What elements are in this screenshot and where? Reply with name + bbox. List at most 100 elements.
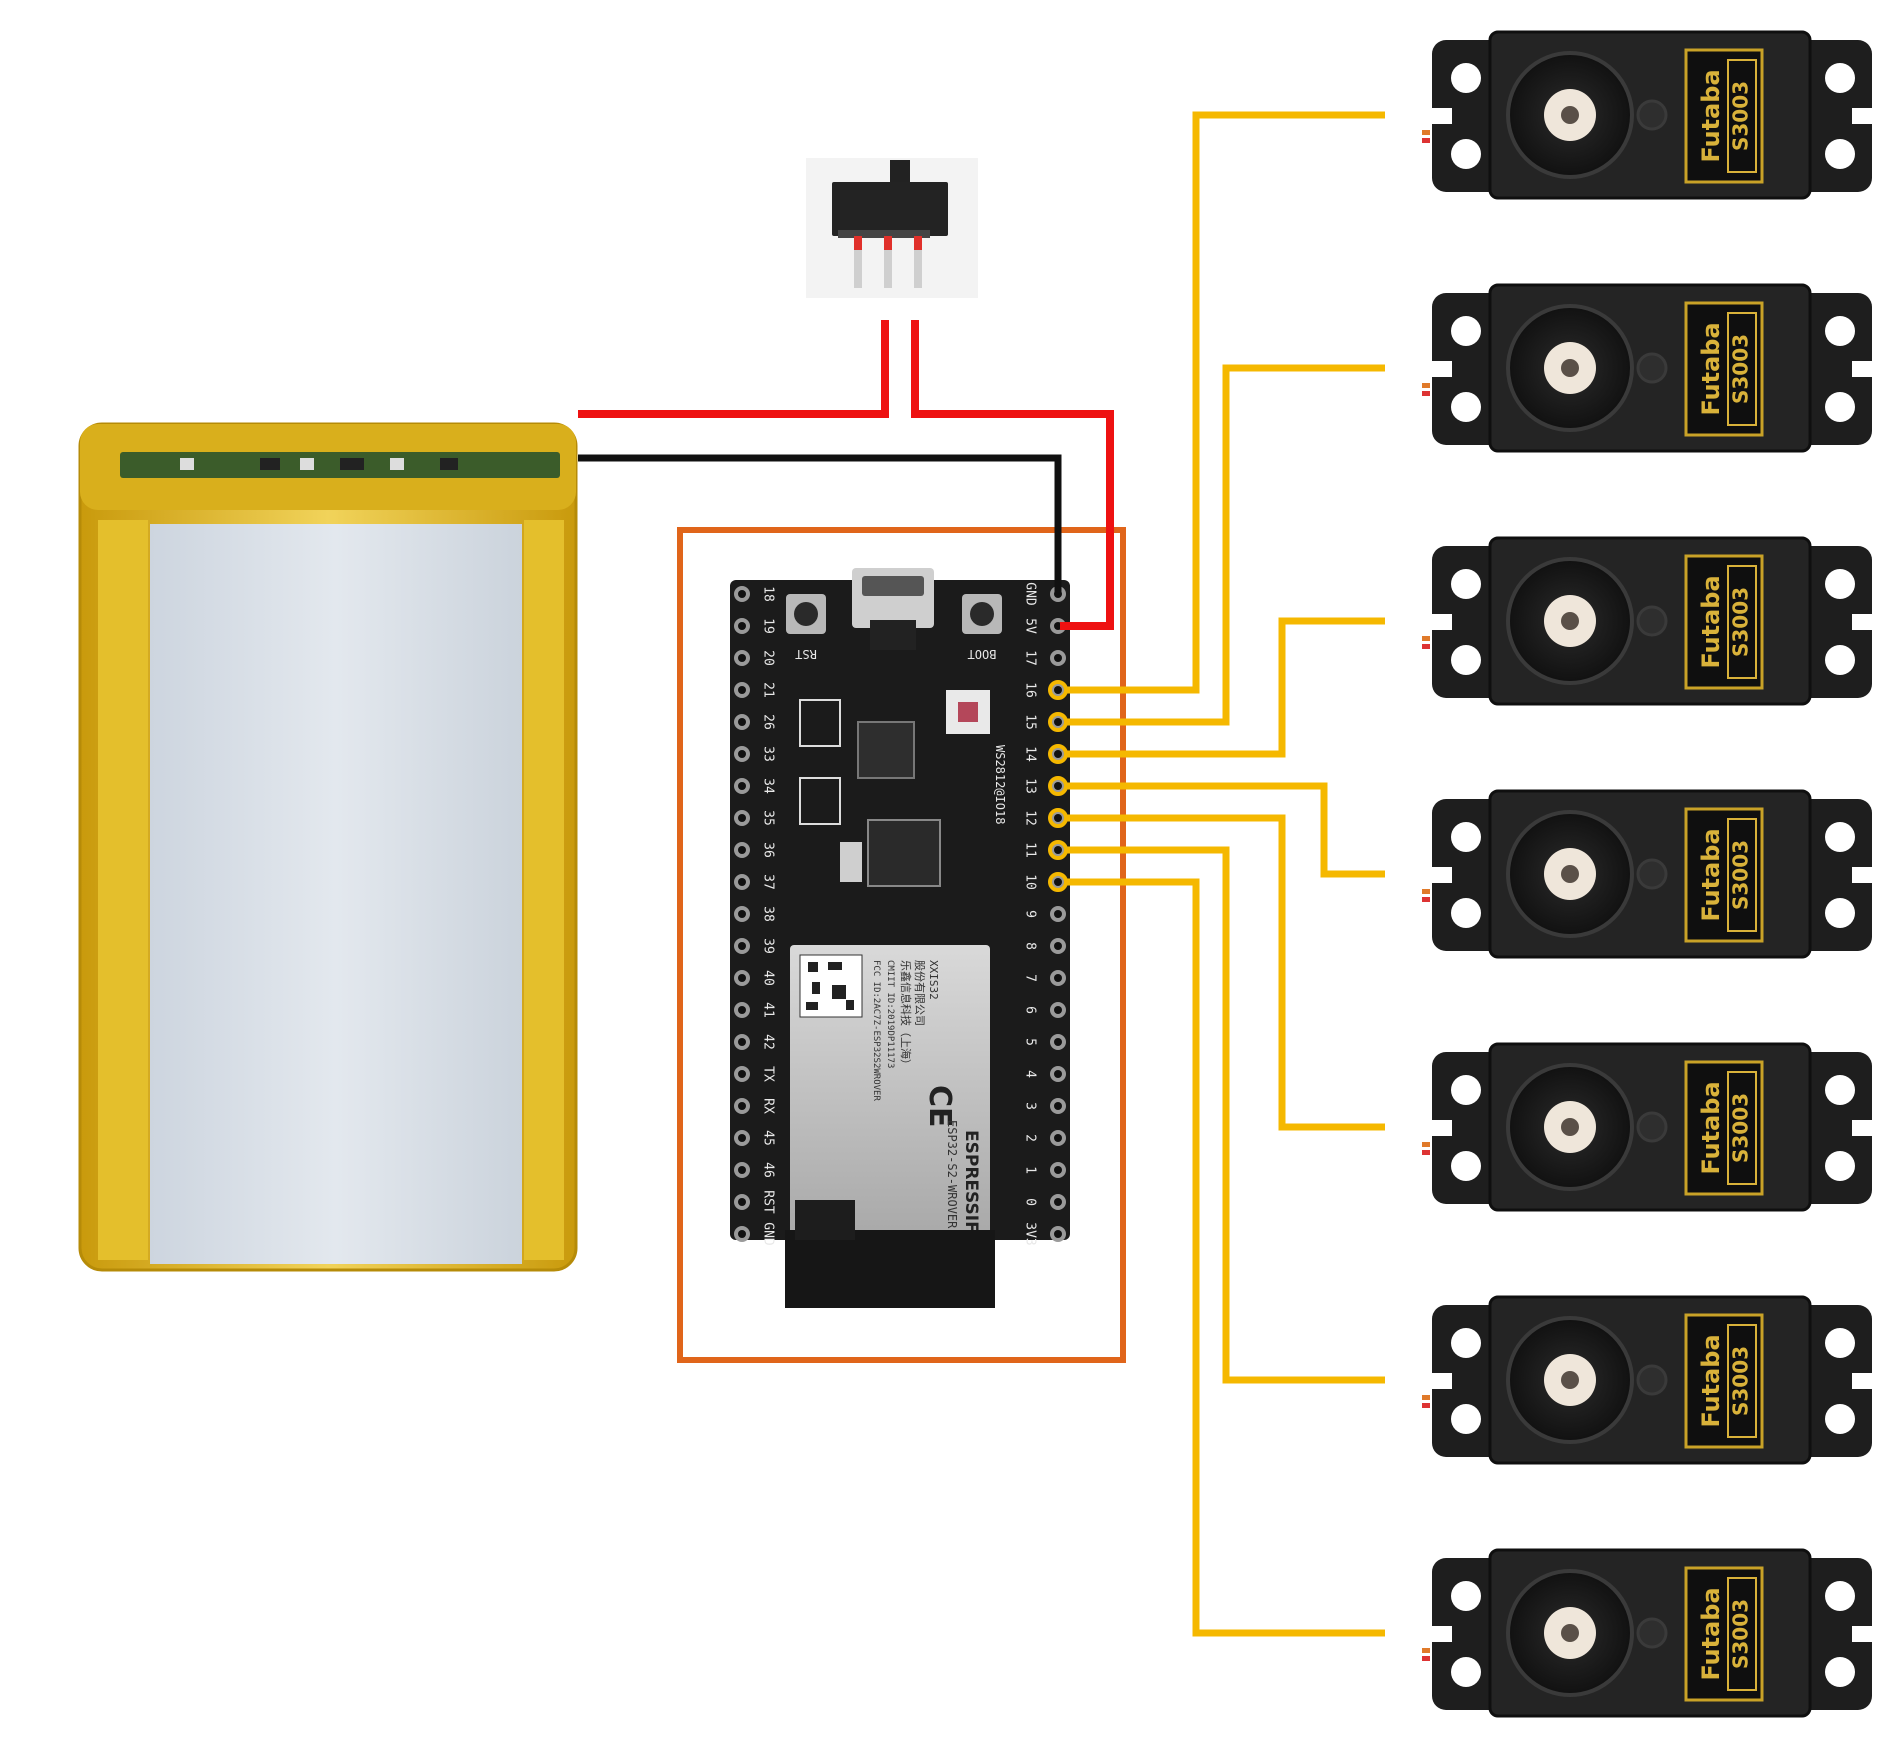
servo-label	[1684, 554, 1764, 690]
module-antenna	[785, 1230, 995, 1308]
rst-label: RST	[795, 647, 817, 661]
module-brand: ESPRESSIF	[961, 1130, 981, 1233]
ce-mark: CE	[922, 1085, 957, 1128]
mount-hole	[1825, 898, 1855, 928]
servo-label	[1684, 301, 1764, 437]
servo-brand: Futaba	[1697, 1587, 1725, 1680]
pin-label: 4	[1023, 1070, 1038, 1078]
boot-label: BOOT	[968, 647, 997, 661]
voltage-regulator	[867, 819, 941, 887]
mount-hole	[1825, 1581, 1855, 1611]
module-xx: XXIS32	[927, 960, 940, 1000]
servo-model: S3003	[1729, 1599, 1753, 1669]
pin-label: 5	[1023, 1038, 1038, 1046]
pin-label: 13	[1023, 778, 1038, 794]
mount-hole	[1825, 1328, 1855, 1358]
pin-label: 34	[761, 778, 776, 794]
mount-hole	[1451, 63, 1481, 93]
servo-signal-wire	[1066, 617, 1385, 758]
servo-brand: Futaba	[1697, 1334, 1725, 1427]
pin-label: 12	[1023, 810, 1038, 826]
mount-hole	[1825, 316, 1855, 346]
usb-chip	[857, 721, 915, 779]
servo-model: S3003	[1729, 840, 1753, 910]
usb-connector	[852, 568, 934, 650]
module-name: ESP32-S2-WROVER	[945, 1120, 959, 1229]
pin-label: 11	[1023, 842, 1038, 858]
servo-label	[1684, 1060, 1764, 1196]
servo-model: S3003	[1729, 1346, 1753, 1416]
pin-label: 46	[761, 1162, 776, 1178]
pin-label: 15	[1023, 714, 1038, 730]
pin-label: 38	[761, 906, 776, 922]
mount-hole	[1825, 822, 1855, 852]
pin-label: 18	[761, 586, 776, 602]
lipo-battery	[78, 422, 578, 1272]
pin-label: 3	[1023, 1102, 1038, 1110]
servo-label	[1684, 48, 1764, 184]
mount-hole	[1825, 569, 1855, 599]
servo-signal-wires	[1048, 111, 1385, 1637]
mount-hole	[1451, 1328, 1481, 1358]
pin-label: 36	[761, 842, 776, 858]
pin-label: 42	[761, 1034, 776, 1050]
mount-hole	[1451, 822, 1481, 852]
mount-hole	[1451, 316, 1481, 346]
pin-label: 3V3	[1023, 1222, 1038, 1245]
mount-hole	[1451, 392, 1481, 422]
mount-hole	[1825, 1657, 1855, 1687]
mount-hole	[1825, 63, 1855, 93]
pin-label: 0	[1023, 1198, 1038, 1206]
pin-label: 37	[761, 874, 776, 890]
servo-model: S3003	[1729, 587, 1753, 657]
servo-model: S3003	[1729, 334, 1753, 404]
led-label: WS2812@IO18	[993, 745, 1007, 824]
mount-hole	[1825, 1075, 1855, 1105]
servo-signal-wire	[1066, 846, 1385, 1384]
pin-label: 39	[761, 938, 776, 954]
power-wires	[578, 320, 1114, 630]
servo-signal-wire	[1066, 878, 1385, 1637]
mount-hole	[1451, 1075, 1481, 1105]
pin-label: 9	[1023, 910, 1038, 918]
board-enclosure-outline	[677, 527, 1126, 1363]
mount-hole	[1451, 1657, 1481, 1687]
servo-brand: Futaba	[1697, 1081, 1725, 1174]
pin-label: 5V	[1023, 618, 1038, 634]
mount-hole	[1451, 1151, 1481, 1181]
mount-hole	[1825, 1151, 1855, 1181]
pin-label: RX	[761, 1098, 776, 1114]
pin-label: 10	[1023, 874, 1038, 890]
mount-hole	[1825, 645, 1855, 675]
module-cmiit: CMIIT ID:2019DP11173	[885, 960, 895, 1068]
servo-signal-wire	[1066, 782, 1385, 878]
mount-hole	[1451, 645, 1481, 675]
servo-signal-wire	[1066, 814, 1385, 1131]
mount-hole	[1451, 569, 1481, 599]
servo-signal-wire	[1066, 111, 1385, 694]
esp32-s2-wrover-module: XXIS32 股份有限公司 乐鑫信息科技（上海） CMIIT ID:2019DP…	[790, 945, 990, 1235]
pin-label: 1	[1023, 1166, 1038, 1174]
pin-label: 33	[761, 746, 776, 762]
pin-label: RST	[761, 1190, 776, 1214]
module-fcc: FCC ID:2AC7Z-ESP32S2WROVER	[871, 960, 881, 1101]
module-cn: 股份有限公司	[913, 960, 927, 1026]
pin-header-left	[734, 586, 750, 1242]
pin-label: 14	[1023, 746, 1038, 762]
pin-label: GND	[761, 1222, 776, 1246]
servo-model: S3003	[1729, 81, 1753, 151]
pin-label: 45	[761, 1130, 776, 1146]
boot-button	[962, 594, 1002, 634]
pin-label: 16	[1023, 682, 1038, 698]
servo-label	[1684, 1313, 1764, 1449]
red-wire-battery-to-switch	[578, 320, 889, 418]
pin-label: 26	[761, 714, 776, 730]
